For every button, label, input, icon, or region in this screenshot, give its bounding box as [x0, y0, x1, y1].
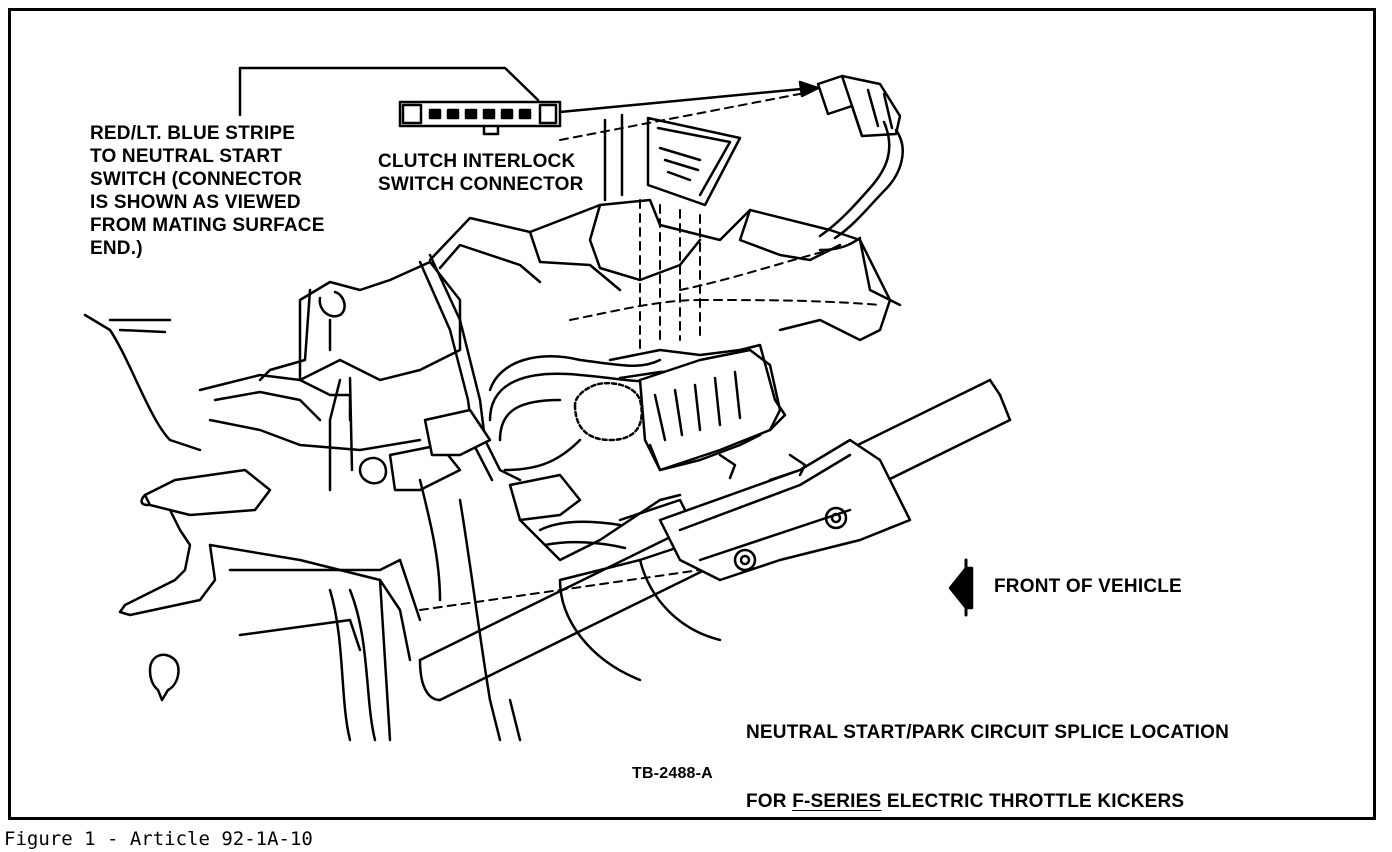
clutch-switch	[816, 74, 904, 240]
splice-location-label: NEUTRAL START/PARK CIRCUIT SPLICE LOCATI…	[746, 675, 1229, 836]
neutral-leader-line	[238, 66, 540, 117]
support-panel	[603, 113, 742, 207]
splice-line-1: NEUTRAL START/PARK CIRCUIT SPLICE LOCATI…	[746, 722, 1230, 743]
connector-arrow	[558, 86, 814, 114]
dash-structure	[83, 313, 522, 742]
clutch-connector-detail	[398, 100, 562, 136]
front-of-vehicle-label: FRONT OF VEHICLE	[994, 576, 1182, 597]
front-arrow	[948, 566, 974, 610]
neutral-switch-connector	[638, 343, 787, 472]
f-series-underlined: F-SERIES	[792, 791, 882, 812]
wiring-harness	[418, 253, 742, 482]
clutch-connector-label: CLUTCH INTERLOCK SWITCH CONNECTOR	[378, 151, 584, 195]
splice-line-2: FOR F-SERIES ELECTRIC THROTTLE KICKERS	[746, 790, 1229, 813]
splice-connectors	[358, 408, 662, 562]
figure-caption: Figure 1 - Article 92-1A-10	[4, 828, 313, 850]
drawing-code: TB-2488-A	[632, 765, 713, 782]
mounting-bracket	[298, 260, 462, 382]
splice-line-2-prefix: FOR	[746, 791, 793, 812]
splice-line-2-suffix: ELECTRIC THROTTLE KICKERS	[881, 791, 1185, 812]
column-lower-bracket	[658, 438, 912, 582]
neutral-switch-label: RED/LT. BLUE STRIPE TO NEUTRAL START SWI…	[90, 123, 325, 259]
